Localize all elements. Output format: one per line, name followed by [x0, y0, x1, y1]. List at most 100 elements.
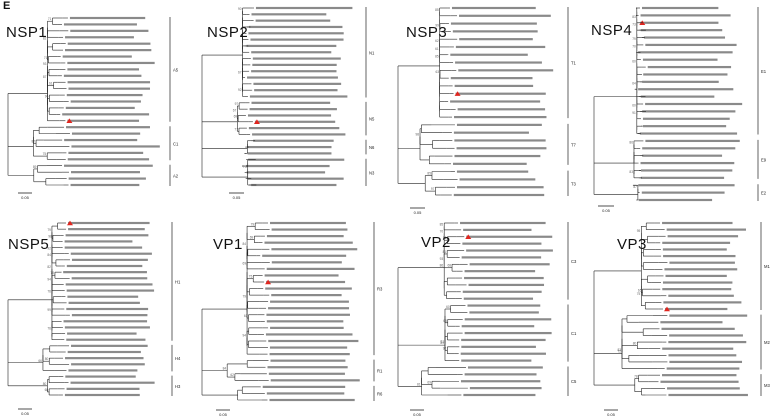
taxon-label: [68, 228, 145, 231]
taxon-label: [68, 87, 150, 90]
bootstrap-value: 85: [440, 222, 444, 226]
taxon-label: [461, 338, 546, 342]
taxon-label: [665, 274, 727, 278]
taxon-label: [664, 268, 738, 271]
panel-title-vp1: VP1: [213, 236, 243, 253]
bootstrap-value: 89: [440, 341, 444, 345]
bootstrap-value: 80: [45, 357, 49, 361]
taxon-label: [645, 102, 743, 106]
panel-title-nsp1: NSP1: [6, 24, 48, 41]
bootstrap-value: 61: [244, 314, 248, 318]
taxon-label: [253, 139, 334, 142]
taxon-label: [68, 177, 146, 180]
taxon-label: [67, 221, 150, 225]
bootstrap-value: 73: [632, 22, 636, 26]
taxon-label: [65, 283, 153, 286]
bootstrap-value: 61: [440, 339, 444, 343]
taxon-label: [642, 110, 736, 113]
taxon-label: [464, 270, 536, 273]
taxon-label: [264, 241, 353, 244]
taxon-label: [249, 108, 337, 111]
taxon-label: [452, 30, 538, 33]
taxon-label: [268, 307, 350, 310]
bootstrap-value: 61: [49, 81, 53, 85]
bootstrap-value: 65: [638, 288, 642, 292]
taxon-label: [460, 352, 546, 355]
taxon-label: [71, 344, 148, 347]
taxon-label: [453, 162, 527, 165]
taxon-label: [645, 43, 737, 47]
taxon-label: [65, 357, 144, 360]
bootstrap-value: 75: [249, 275, 253, 279]
taxon-label: [267, 366, 348, 369]
taxon-label: [642, 125, 727, 128]
panel-title-vp3: VP3: [617, 236, 647, 253]
taxon-label: [266, 313, 350, 316]
bootstrap-value: 98: [415, 133, 419, 137]
taxon-label: [266, 267, 355, 270]
taxon-label: [450, 77, 533, 80]
bootstrap-value: 91: [632, 111, 636, 115]
taxon-label: [266, 392, 345, 395]
taxon-label: [247, 177, 344, 180]
tree-nsp5: 9892789979849476768280666880H1H4H30.05: [7, 220, 181, 416]
bootstrap-value: 72: [617, 350, 621, 354]
taxon-label: [67, 158, 150, 161]
panel-letter: E: [3, 0, 11, 12]
taxon-label: [640, 176, 725, 179]
bootstrap-value: 94: [47, 277, 51, 281]
taxon-label: [64, 326, 150, 329]
taxon-label: [65, 234, 149, 237]
taxon-label: [461, 325, 535, 328]
taxon-label: [67, 119, 140, 122]
taxon-label: [254, 89, 338, 92]
taxon-label: [456, 147, 547, 150]
taxon-label: [662, 288, 732, 291]
taxon-label: [642, 154, 723, 157]
taxon-label: [645, 139, 740, 143]
bootstrap-value: 97: [431, 187, 435, 191]
bootstrap-value: 68: [447, 264, 451, 268]
taxon-label: [463, 393, 536, 397]
bootstrap-value: 85: [427, 172, 431, 176]
genotype-label: A5: [173, 67, 179, 72]
study-strain-marker: [265, 279, 272, 285]
scale-bar-label: 0.05: [21, 195, 30, 200]
taxon-label: [67, 332, 137, 335]
taxon-label: [457, 186, 544, 189]
taxon-label: [666, 367, 740, 370]
taxon-label: [640, 29, 723, 32]
bootstrap-value: 84: [243, 242, 247, 246]
taxon-label: [461, 359, 532, 362]
taxon-label: [248, 158, 345, 161]
taxon-label: [247, 114, 332, 117]
taxon-label: [63, 271, 147, 274]
taxon-label: [639, 132, 738, 135]
taxon-label: [642, 80, 719, 83]
taxon-label: [642, 117, 730, 120]
taxon-label: [65, 375, 136, 378]
taxon-label: [455, 45, 546, 49]
taxon-label: [669, 334, 743, 337]
bootstrap-value: 67: [238, 70, 242, 74]
taxon-label: [251, 13, 327, 16]
panel-vp2: 8592816870938660689261896981C3C1C50.05 V…: [390, 215, 586, 419]
taxon-label: [66, 289, 155, 292]
scale-bar-label: 0.05: [607, 412, 616, 417]
taxon-label: [662, 347, 734, 350]
taxon-label: [67, 42, 151, 45]
taxon-label: [660, 380, 739, 383]
taxon-label: [660, 321, 723, 324]
taxon-label: [255, 19, 331, 22]
taxon-label: [270, 379, 360, 382]
panel-nsp1: 71716196878293877589A5C1A20.05 NSP1: [0, 10, 194, 215]
genotype-label: T3: [571, 181, 577, 186]
taxon-label: [64, 49, 152, 52]
panel-title-nsp5: NSP5: [8, 236, 50, 253]
